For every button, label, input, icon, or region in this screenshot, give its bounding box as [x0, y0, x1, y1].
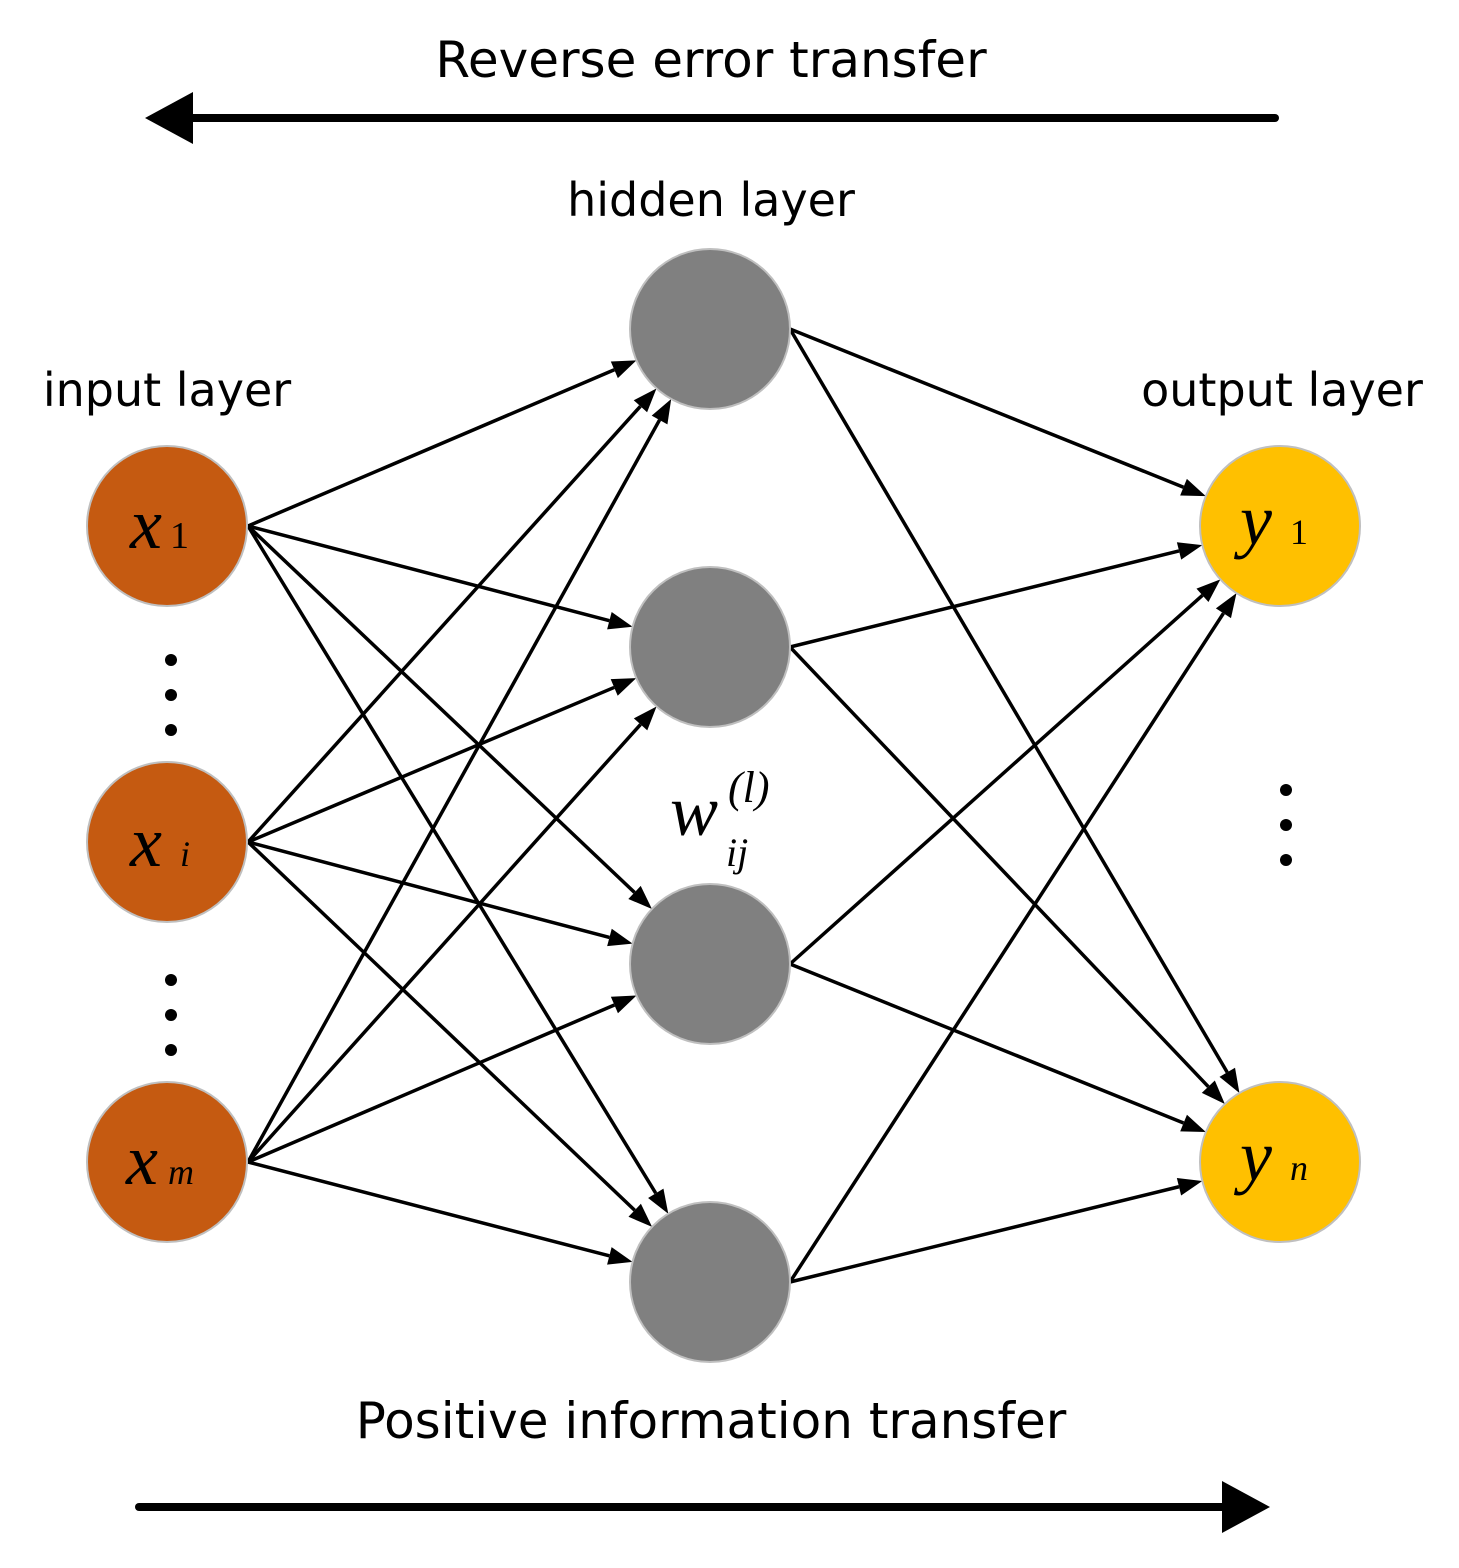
edge-input-2-hidden-2-arrowhead: [610, 678, 637, 696]
input-layer-label: input layer: [43, 363, 291, 417]
edge-input-3-hidden-1: [246, 419, 662, 1163]
output-node-circle: [1199, 1081, 1361, 1243]
edge-input-1-hidden-4: [246, 525, 658, 1195]
input-node-sub: m: [168, 1152, 194, 1192]
weight-subscript: ij: [726, 830, 748, 875]
input-node-x1: x 1: [86, 445, 248, 607]
reverse-arrow: [145, 92, 1279, 144]
edge-hidden-3-output-2-arrowhead: [1180, 1114, 1206, 1133]
input-node-xi: x i: [86, 761, 248, 923]
output-node-base: y: [1233, 1116, 1272, 1196]
input-node-circle: [86, 1081, 248, 1243]
edge-input-3-hidden-3-arrowhead: [610, 995, 637, 1014]
edge-input-2-hidden-2: [247, 685, 615, 844]
edge-input-3-hidden-4: [247, 1160, 610, 1258]
hidden-node-4: [629, 1201, 791, 1363]
connections: [246, 327, 1240, 1284]
edge-hidden-2-output-2-arrowhead: [1201, 1080, 1225, 1105]
edge-input-1-hidden-4-arrowhead: [648, 1188, 669, 1214]
edge-hidden-4-output-1: [788, 612, 1225, 1283]
edge-input-1-hidden-3: [246, 524, 636, 894]
edge-input-3-hidden-2: [246, 723, 642, 1164]
output-node-sub: n: [1290, 1148, 1308, 1188]
edge-hidden-3-output-2: [789, 962, 1185, 1125]
edge-hidden-1-output-1: [789, 327, 1185, 489]
edge-hidden-1-output-2: [788, 328, 1229, 1074]
output-node-circle: [1199, 445, 1361, 607]
input-ellipsis-lower: [165, 974, 177, 1056]
edge-input-1-hidden-2: [247, 524, 610, 623]
output-node-y1: y 1: [1199, 445, 1361, 607]
edge-hidden-2-output-2: [788, 645, 1210, 1088]
edge-input-2-hidden-3: [247, 840, 610, 940]
output-node-yn: y n: [1199, 1081, 1361, 1243]
input-node-base: x: [125, 1120, 158, 1200]
hidden-node-2: [629, 566, 791, 728]
edge-input-3-hidden-1-arrowhead: [651, 398, 672, 425]
edge-hidden-4-output-1-arrowhead: [1215, 593, 1237, 619]
hidden-node-1: [629, 248, 791, 410]
weight-label: w (l) ij: [670, 763, 770, 875]
edge-input-3-hidden-2-arrowhead: [633, 706, 657, 731]
positive-arrow: [135, 1481, 1270, 1533]
edge-input-2-hidden-4-arrowhead: [628, 1203, 653, 1227]
weight-superscript: (l): [728, 763, 770, 812]
edge-hidden-1-output-2-arrowhead: [1219, 1067, 1240, 1094]
input-node-xm: x m: [86, 1081, 248, 1243]
output-node-sub: 1: [1290, 512, 1308, 552]
edge-hidden-4-output-2: [789, 1185, 1180, 1284]
weight-base: w: [670, 771, 718, 851]
edge-input-2-hidden-1-arrowhead: [633, 388, 657, 413]
input-node-sub: i: [180, 834, 190, 874]
output-layer-label: output layer: [1141, 363, 1423, 417]
edge-hidden-2-output-1-arrowhead: [1176, 542, 1203, 560]
edge-hidden-3-output-1: [788, 594, 1204, 966]
output-node-base: y: [1233, 480, 1272, 560]
edge-hidden-2-output-1: [789, 549, 1180, 649]
input-ellipsis-upper: [165, 654, 177, 736]
input-node-base: x: [129, 484, 162, 564]
edge-input-2-hidden-3-arrowhead: [607, 928, 633, 947]
edge-hidden-4-output-2-arrowhead: [1176, 1177, 1203, 1196]
input-node-circle: [86, 761, 248, 923]
hidden-layer-label: hidden layer: [567, 173, 855, 227]
hidden-node-3: [629, 883, 791, 1045]
edge-input-1-hidden-1-arrowhead: [610, 360, 637, 379]
edge-input-1-hidden-2-arrowhead: [607, 611, 633, 630]
reverse-transfer-title: Reverse error transfer: [435, 31, 987, 89]
edge-input-1-hidden-1: [247, 368, 616, 528]
input-node-sub: 1: [170, 515, 189, 557]
edge-input-3-hidden-3: [247, 1003, 616, 1164]
edge-hidden-3-output-1-arrowhead: [1196, 579, 1221, 603]
edge-hidden-1-output-1-arrowhead: [1180, 478, 1206, 497]
input-node-base: x: [129, 802, 162, 882]
edge-input-2-hidden-1: [246, 405, 642, 844]
edge-input-1-hidden-3-arrowhead: [628, 885, 652, 909]
input-node-circle: [86, 445, 248, 607]
edge-input-3-hidden-4-arrowhead: [607, 1247, 633, 1265]
output-ellipsis: [1280, 784, 1292, 866]
positive-transfer-title: Positive information transfer: [356, 1392, 1067, 1450]
edge-input-2-hidden-4: [246, 840, 636, 1212]
